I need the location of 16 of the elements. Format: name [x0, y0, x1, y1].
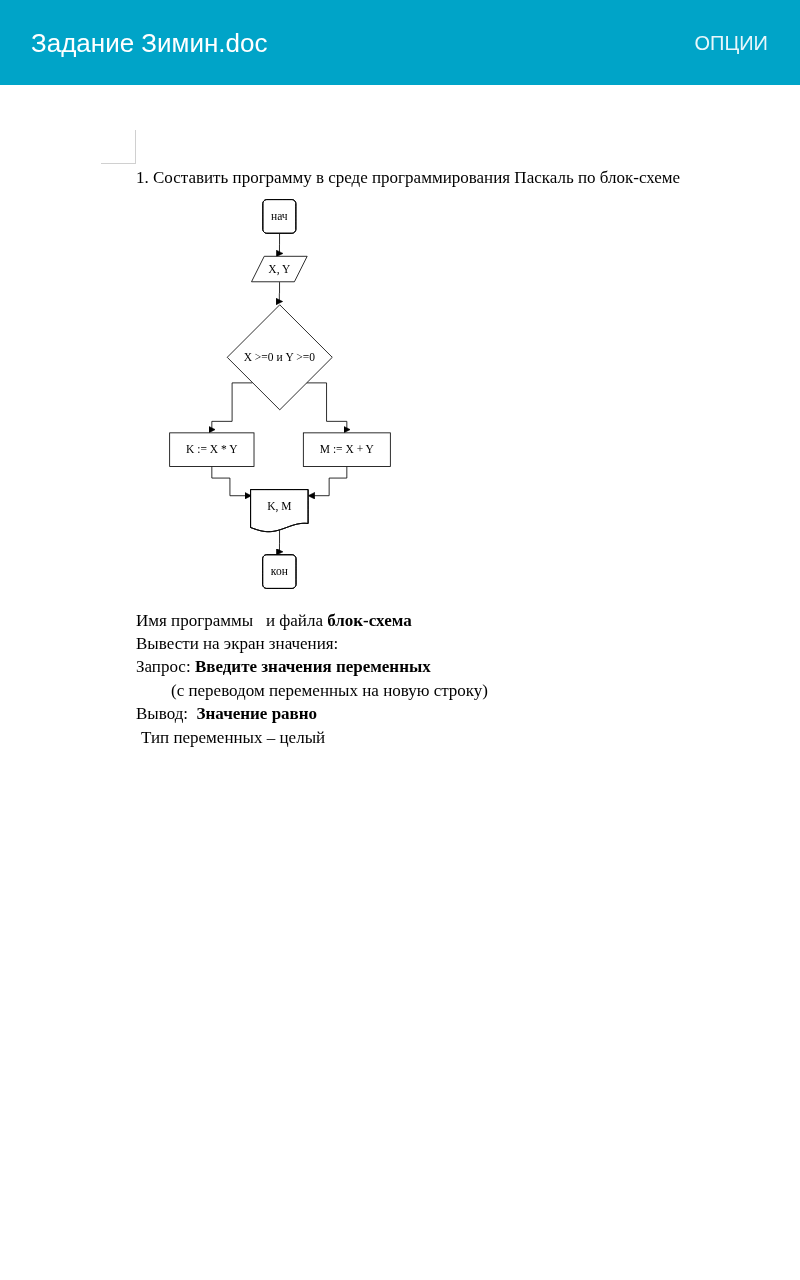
terminal-box: нач — [262, 199, 297, 234]
process-box: M := X + Y — [302, 432, 391, 467]
instruction-text: Вывод: Значение равно — [136, 703, 318, 725]
instruction-text: Имя программы и файла блок-схема — [136, 610, 412, 632]
decision-diamond: X >=0 и Y >=0 — [226, 304, 333, 411]
options-menu-button: ОПЦИИ — [694, 30, 768, 56]
task-heading: 1. Составить программу в среде программирования Паскаль по блок-схеме — [136, 167, 681, 189]
input-parallelogram: X, Y — [251, 255, 308, 283]
instruction-text: Вывести на экран значения: — [136, 633, 339, 655]
terminal-box: кон — [262, 554, 297, 589]
instruction-text: (с переводом переменных на новую строку) — [171, 680, 488, 702]
instruction-text: Тип переменных – целый — [141, 727, 326, 749]
instruction-text: Запрос: Введите значения переменных — [136, 656, 431, 678]
process-box: K := X * Y — [169, 432, 255, 467]
document-title: Задание Зимин.doc — [31, 27, 268, 59]
output-document-shape: K, M — [250, 489, 309, 533]
